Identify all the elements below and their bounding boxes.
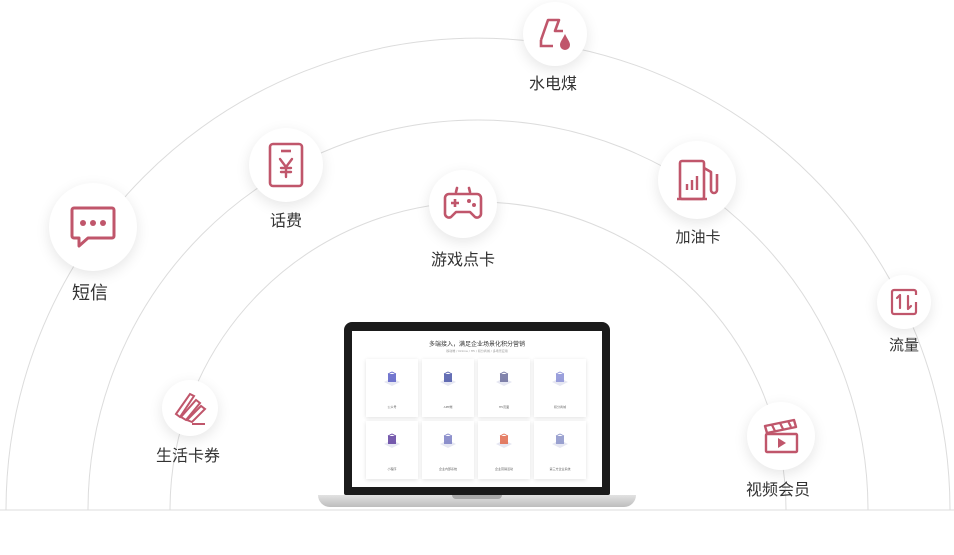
channel-grid: 公众号 APP端 H5页面 积分商城小程序 企业内部系统 企业营销活动 第三方企业系统 xyxy=(366,359,588,479)
service-label: 视频会员 xyxy=(745,480,811,499)
channel-card: APP端 xyxy=(422,359,474,417)
channel-card-art xyxy=(382,369,402,389)
laptop-notch xyxy=(452,495,502,499)
water-electric-icon xyxy=(523,2,587,66)
channel-card: H5页面 xyxy=(478,359,530,417)
channel-card-art xyxy=(550,431,570,451)
gamepad-icon xyxy=(429,170,497,238)
channel-card: 积分商城 xyxy=(534,359,586,417)
channel-card-label: H5页面 xyxy=(498,405,510,409)
channel-card-label: 小程序 xyxy=(387,467,397,471)
middle-arc xyxy=(87,119,869,511)
channel-card-label: 企业营销活动 xyxy=(494,467,513,471)
channel-card-art xyxy=(382,431,402,451)
channel-card: 第三方企业系统 xyxy=(534,421,586,479)
fuel-pump-icon xyxy=(658,141,736,219)
channel-card-art xyxy=(494,369,514,389)
service-label: 短信 xyxy=(72,283,108,304)
channel-card-art xyxy=(550,369,570,389)
laptop-screen: 多端接入，满足企业场景化积分营销 移动端 / Online / H5 / 积分商… xyxy=(352,331,602,487)
screen-title: 多端接入，满足企业场景化积分营销 xyxy=(428,341,525,348)
sms-icon xyxy=(49,183,137,271)
channel-card: 公众号 xyxy=(366,359,418,417)
channel-card-label: 积分商城 xyxy=(553,405,566,409)
service-label: 加油卡 xyxy=(675,228,721,246)
laptop-base xyxy=(318,495,636,507)
channel-card-art xyxy=(438,431,458,451)
channel-card-label: 企业内部系统 xyxy=(438,467,457,471)
service-label: 水电煤 xyxy=(528,74,578,93)
laptop-lid: 多端接入，满足企业场景化积分营销 移动端 / Online / H5 / 积分商… xyxy=(344,322,610,495)
service-label: 话费 xyxy=(269,211,303,230)
service-label: 生活卡券 xyxy=(155,446,221,465)
channel-card: 企业营销活动 xyxy=(478,421,530,479)
service-label: 游戏点卡 xyxy=(430,250,496,269)
channel-card-label: 第三方企业系统 xyxy=(549,467,571,471)
channel-card-art xyxy=(494,431,514,451)
channel-card-label: 公众号 xyxy=(387,405,397,409)
screen-subtitle: 移动端 / Online / H5 / 积分商城 / 多场景应用 xyxy=(446,349,508,353)
phone-bill-icon xyxy=(249,128,323,202)
service-label: 流量 xyxy=(888,336,920,354)
laptop-illustration: 多端接入，满足企业场景化积分营销 移动端 / Online / H5 / 积分商… xyxy=(318,322,636,517)
video-icon xyxy=(747,402,815,470)
channel-card-art xyxy=(438,369,458,389)
data-flow-icon xyxy=(877,275,931,329)
channel-card: 小程序 xyxy=(366,421,418,479)
coupon-icon xyxy=(162,380,218,436)
channel-card-label: APP端 xyxy=(443,405,453,409)
channel-card: 企业内部系统 xyxy=(422,421,474,479)
